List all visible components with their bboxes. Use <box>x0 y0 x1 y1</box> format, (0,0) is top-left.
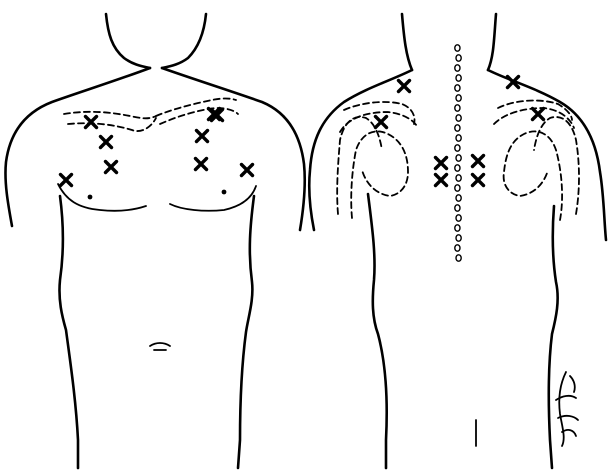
vertebra <box>456 155 461 161</box>
trigger-point-marker <box>473 175 484 186</box>
trigger-point-marker <box>436 158 447 169</box>
front-navel <box>150 343 170 350</box>
front-right-nipple <box>222 190 227 195</box>
front-clavicle-left-lower-dashed <box>68 118 156 131</box>
trigger-point-marker <box>197 131 208 142</box>
vertebra <box>456 55 461 61</box>
vertebra <box>456 95 461 101</box>
trigger-point-marker <box>436 175 447 186</box>
vertebra <box>455 225 460 231</box>
vertebra <box>456 175 461 181</box>
vertebra <box>455 185 460 191</box>
front-neck-left <box>106 14 150 68</box>
vertebra <box>456 255 461 261</box>
vertebra <box>455 85 460 91</box>
vertebra <box>455 205 460 211</box>
artist-signature <box>556 372 578 446</box>
vertebra <box>456 195 461 201</box>
back-right-shoulder-arm <box>488 70 606 240</box>
trigger-point-marker <box>106 162 117 173</box>
vertebra <box>456 235 461 241</box>
front-left-shoulder-arm <box>5 68 150 226</box>
front-left-nipple <box>88 195 93 200</box>
front-left-inner-arm <box>59 196 78 468</box>
front-neck-right <box>162 14 206 68</box>
vertebra <box>455 245 460 251</box>
posterior-view <box>309 14 606 468</box>
vertebra <box>456 115 461 121</box>
vertebra <box>455 105 460 111</box>
vertebra <box>455 165 460 171</box>
back-neck-right <box>488 14 496 70</box>
front-clavicle-right-dashed <box>156 99 236 117</box>
trigger-point-marker <box>61 175 72 186</box>
trigger-point-marker <box>376 117 387 128</box>
vertebra <box>456 75 461 81</box>
vertebra <box>456 135 461 141</box>
trigger-point-marker <box>242 165 253 176</box>
front-clavicle-left-dashed <box>64 112 156 118</box>
anterior-markers <box>61 109 253 186</box>
front-right-shoulder-arm <box>162 68 305 230</box>
trigger-point-marker <box>473 156 484 167</box>
trigger-point-marker <box>399 81 410 92</box>
vertebra <box>456 215 461 221</box>
back-left-scapula-dashed-4 <box>351 131 408 218</box>
front-right-pectoral <box>170 186 256 211</box>
vertebra <box>455 145 460 151</box>
trigger-point-marker <box>196 159 207 170</box>
back-left-shoulder-arm <box>309 70 412 230</box>
front-right-inner-arm <box>238 196 254 468</box>
vertebra <box>455 65 460 71</box>
trigger-point-marker <box>533 109 544 120</box>
back-neck-left <box>402 14 412 70</box>
vertebra <box>455 45 460 51</box>
back-left-side <box>368 194 387 468</box>
anterior-view <box>5 14 304 468</box>
front-left-pectoral <box>58 184 146 211</box>
back-spine-vertebrae <box>455 45 461 261</box>
vertebra <box>455 125 460 131</box>
trigger-point-marker <box>86 117 97 128</box>
trigger-point-marker <box>101 137 112 148</box>
back-right-side <box>549 206 558 468</box>
